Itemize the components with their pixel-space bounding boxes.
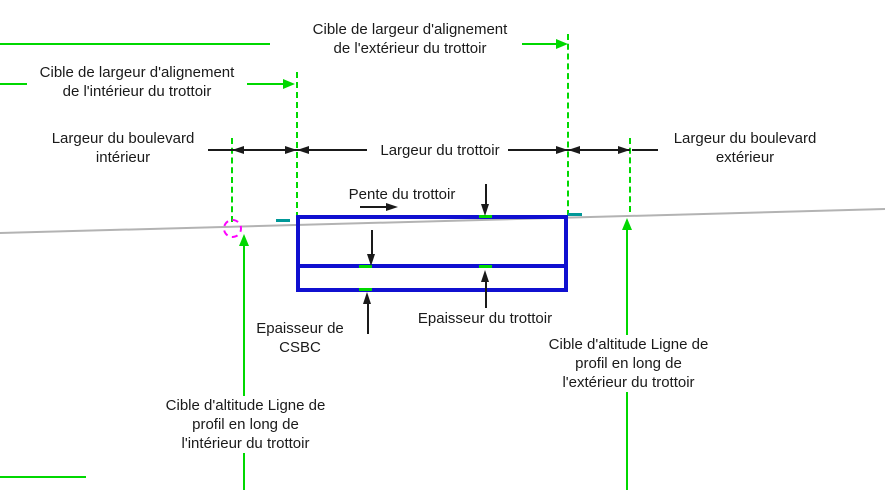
- point-tick-top-surface: [479, 215, 492, 218]
- label-outer-boulevard-width: Largeur du boulevard extérieur: [673, 130, 817, 166]
- sidewalk-width-dim-line-left: [297, 149, 367, 151]
- sidewalk-thickness-upper-arrow-icon: [481, 204, 489, 216]
- inner-width-target-arrow-icon: [283, 79, 295, 89]
- attachment-point-marker: [223, 219, 242, 238]
- label-inner-altitude-target: Cible d'altitude Ligne de profil en long…: [152, 396, 339, 453]
- leader-line-bottom-left: [0, 476, 86, 478]
- inner-altitude-target-line: [243, 246, 245, 490]
- point-tick-slab-bottom-left: [359, 265, 372, 268]
- label-sidewalk-width: Largeur du trottoir: [380, 142, 500, 159]
- inner-altitude-target-arrow-icon: [239, 234, 249, 246]
- outer-boulevard-dim-arrow-left-icon: [568, 146, 580, 154]
- leader-line-top-inner: [0, 83, 27, 85]
- label-outer-width-target: Cible de largeur d'alignement de l'extér…: [312, 21, 508, 57]
- outer-width-target-arrow-icon: [556, 39, 568, 49]
- inner-width-target-arrow-line: [247, 83, 283, 85]
- slope-direction-arrow-line: [360, 206, 386, 208]
- sidewalk-right-edge: [564, 215, 568, 292]
- sidewalk-thickness-lower-arrow-icon: [481, 270, 489, 282]
- ground-surface-line: [0, 208, 885, 234]
- target-extension-line-inner-boulevard: [231, 138, 233, 222]
- outer-boulevard-dim-leader: [632, 149, 658, 151]
- inner-boulevard-dim-leader: [208, 149, 232, 151]
- leader-line-top-outer: [0, 43, 270, 45]
- outer-boulevard-dim-line: [568, 149, 630, 151]
- outer-width-target-arrow-line: [522, 43, 558, 45]
- sidewalk-bottom-of-slab-line: [296, 264, 568, 268]
- sidewalk-left-edge: [296, 215, 300, 292]
- sidewalk-top-edge: [296, 215, 568, 219]
- point-tick-csbc-bottom: [359, 288, 372, 291]
- inner-boulevard-dim-arrow-right-icon: [285, 146, 297, 154]
- csbc-thickness-upper-arrow-line: [371, 230, 373, 254]
- csbc-bottom-edge: [296, 288, 568, 292]
- point-tick-slab-bottom-right: [479, 265, 492, 268]
- target-extension-line-outer-sidewalk: [567, 34, 569, 216]
- csbc-thickness-lower-arrow-icon: [363, 292, 371, 304]
- label-sidewalk-slope: Pente du trottoir: [348, 186, 456, 203]
- sidewalk-width-dim-arrow-right-icon: [556, 146, 568, 154]
- label-inner-boulevard-width: Largeur du boulevard intérieur: [51, 130, 195, 166]
- point-tick-inner-daylight: [276, 219, 290, 222]
- slope-direction-arrow-icon: [386, 203, 398, 211]
- outer-altitude-target-arrow-icon: [622, 218, 632, 230]
- sidewalk-thickness-upper-arrow-line: [485, 184, 487, 206]
- csbc-thickness-lower-arrow-line: [367, 304, 369, 334]
- outer-boulevard-dim-arrow-right-icon: [618, 146, 630, 154]
- target-extension-line-outer-boulevard: [629, 138, 631, 212]
- sidewalk-width-dim-line-right: [508, 149, 568, 151]
- label-csbc-thickness: Epaisseur de CSBC: [256, 320, 344, 356]
- label-sidewalk-thickness: Epaisseur du trottoir: [417, 310, 553, 327]
- sidewalk-thickness-lower-arrow-line: [485, 282, 487, 308]
- label-outer-altitude-target: Cible d'altitude Ligne de profil en long…: [535, 335, 722, 392]
- sidewalk-width-dim-arrow-left-icon: [297, 146, 309, 154]
- csbc-thickness-upper-arrow-icon: [367, 254, 375, 266]
- point-tick-outer-daylight: [568, 213, 582, 216]
- inner-boulevard-dim-arrow-left-icon: [232, 146, 244, 154]
- label-inner-width-target: Cible de largeur d'alignement de l'intér…: [39, 64, 235, 100]
- inner-boulevard-dim-line: [232, 149, 297, 151]
- target-extension-line-inner-sidewalk: [296, 72, 298, 218]
